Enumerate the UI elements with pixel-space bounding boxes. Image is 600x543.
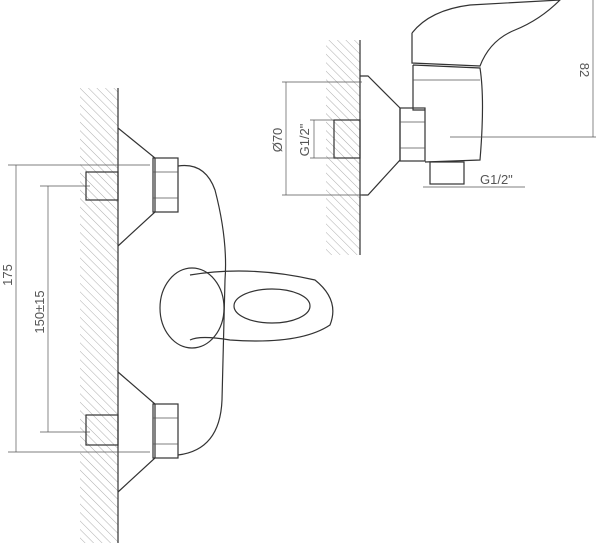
lever-recess bbox=[233, 288, 311, 324]
dim-escutcheon-diameter: Ø70 bbox=[270, 128, 285, 153]
dim-overall-height: 175 bbox=[0, 264, 15, 286]
side-inlet-stub bbox=[333, 119, 361, 159]
front-dimensions: 175 150±15 bbox=[0, 164, 150, 453]
side-escutcheon bbox=[360, 75, 401, 196]
lever-handle bbox=[189, 270, 334, 342]
dim-inlet-thread: G1/2" bbox=[297, 123, 312, 156]
side-dimensions: Ø70 G1/2" G1/2" 82 bbox=[270, 0, 596, 196]
side-lever bbox=[411, 0, 561, 67]
side-nut bbox=[399, 107, 426, 162]
mixer-body bbox=[177, 164, 227, 456]
lower-escutcheon bbox=[117, 371, 156, 493]
lower-inlet-stub bbox=[85, 414, 119, 446]
upper-nut bbox=[152, 157, 179, 213]
front-view: 175 150±15 bbox=[0, 88, 334, 543]
wall-hatch bbox=[80, 88, 118, 543]
outlet bbox=[429, 161, 465, 185]
dim-inlet-spacing: 150±15 bbox=[32, 290, 47, 333]
side-view: Ø70 G1/2" G1/2" 82 bbox=[270, 0, 596, 255]
wall-hatch-side bbox=[326, 40, 360, 255]
lower-nut bbox=[152, 403, 179, 459]
side-body bbox=[412, 64, 484, 163]
handle-base bbox=[159, 267, 225, 349]
dim-outlet-thread: G1/2" bbox=[480, 172, 513, 187]
dim-height: 82 bbox=[577, 63, 592, 77]
upper-escutcheon bbox=[117, 127, 156, 247]
